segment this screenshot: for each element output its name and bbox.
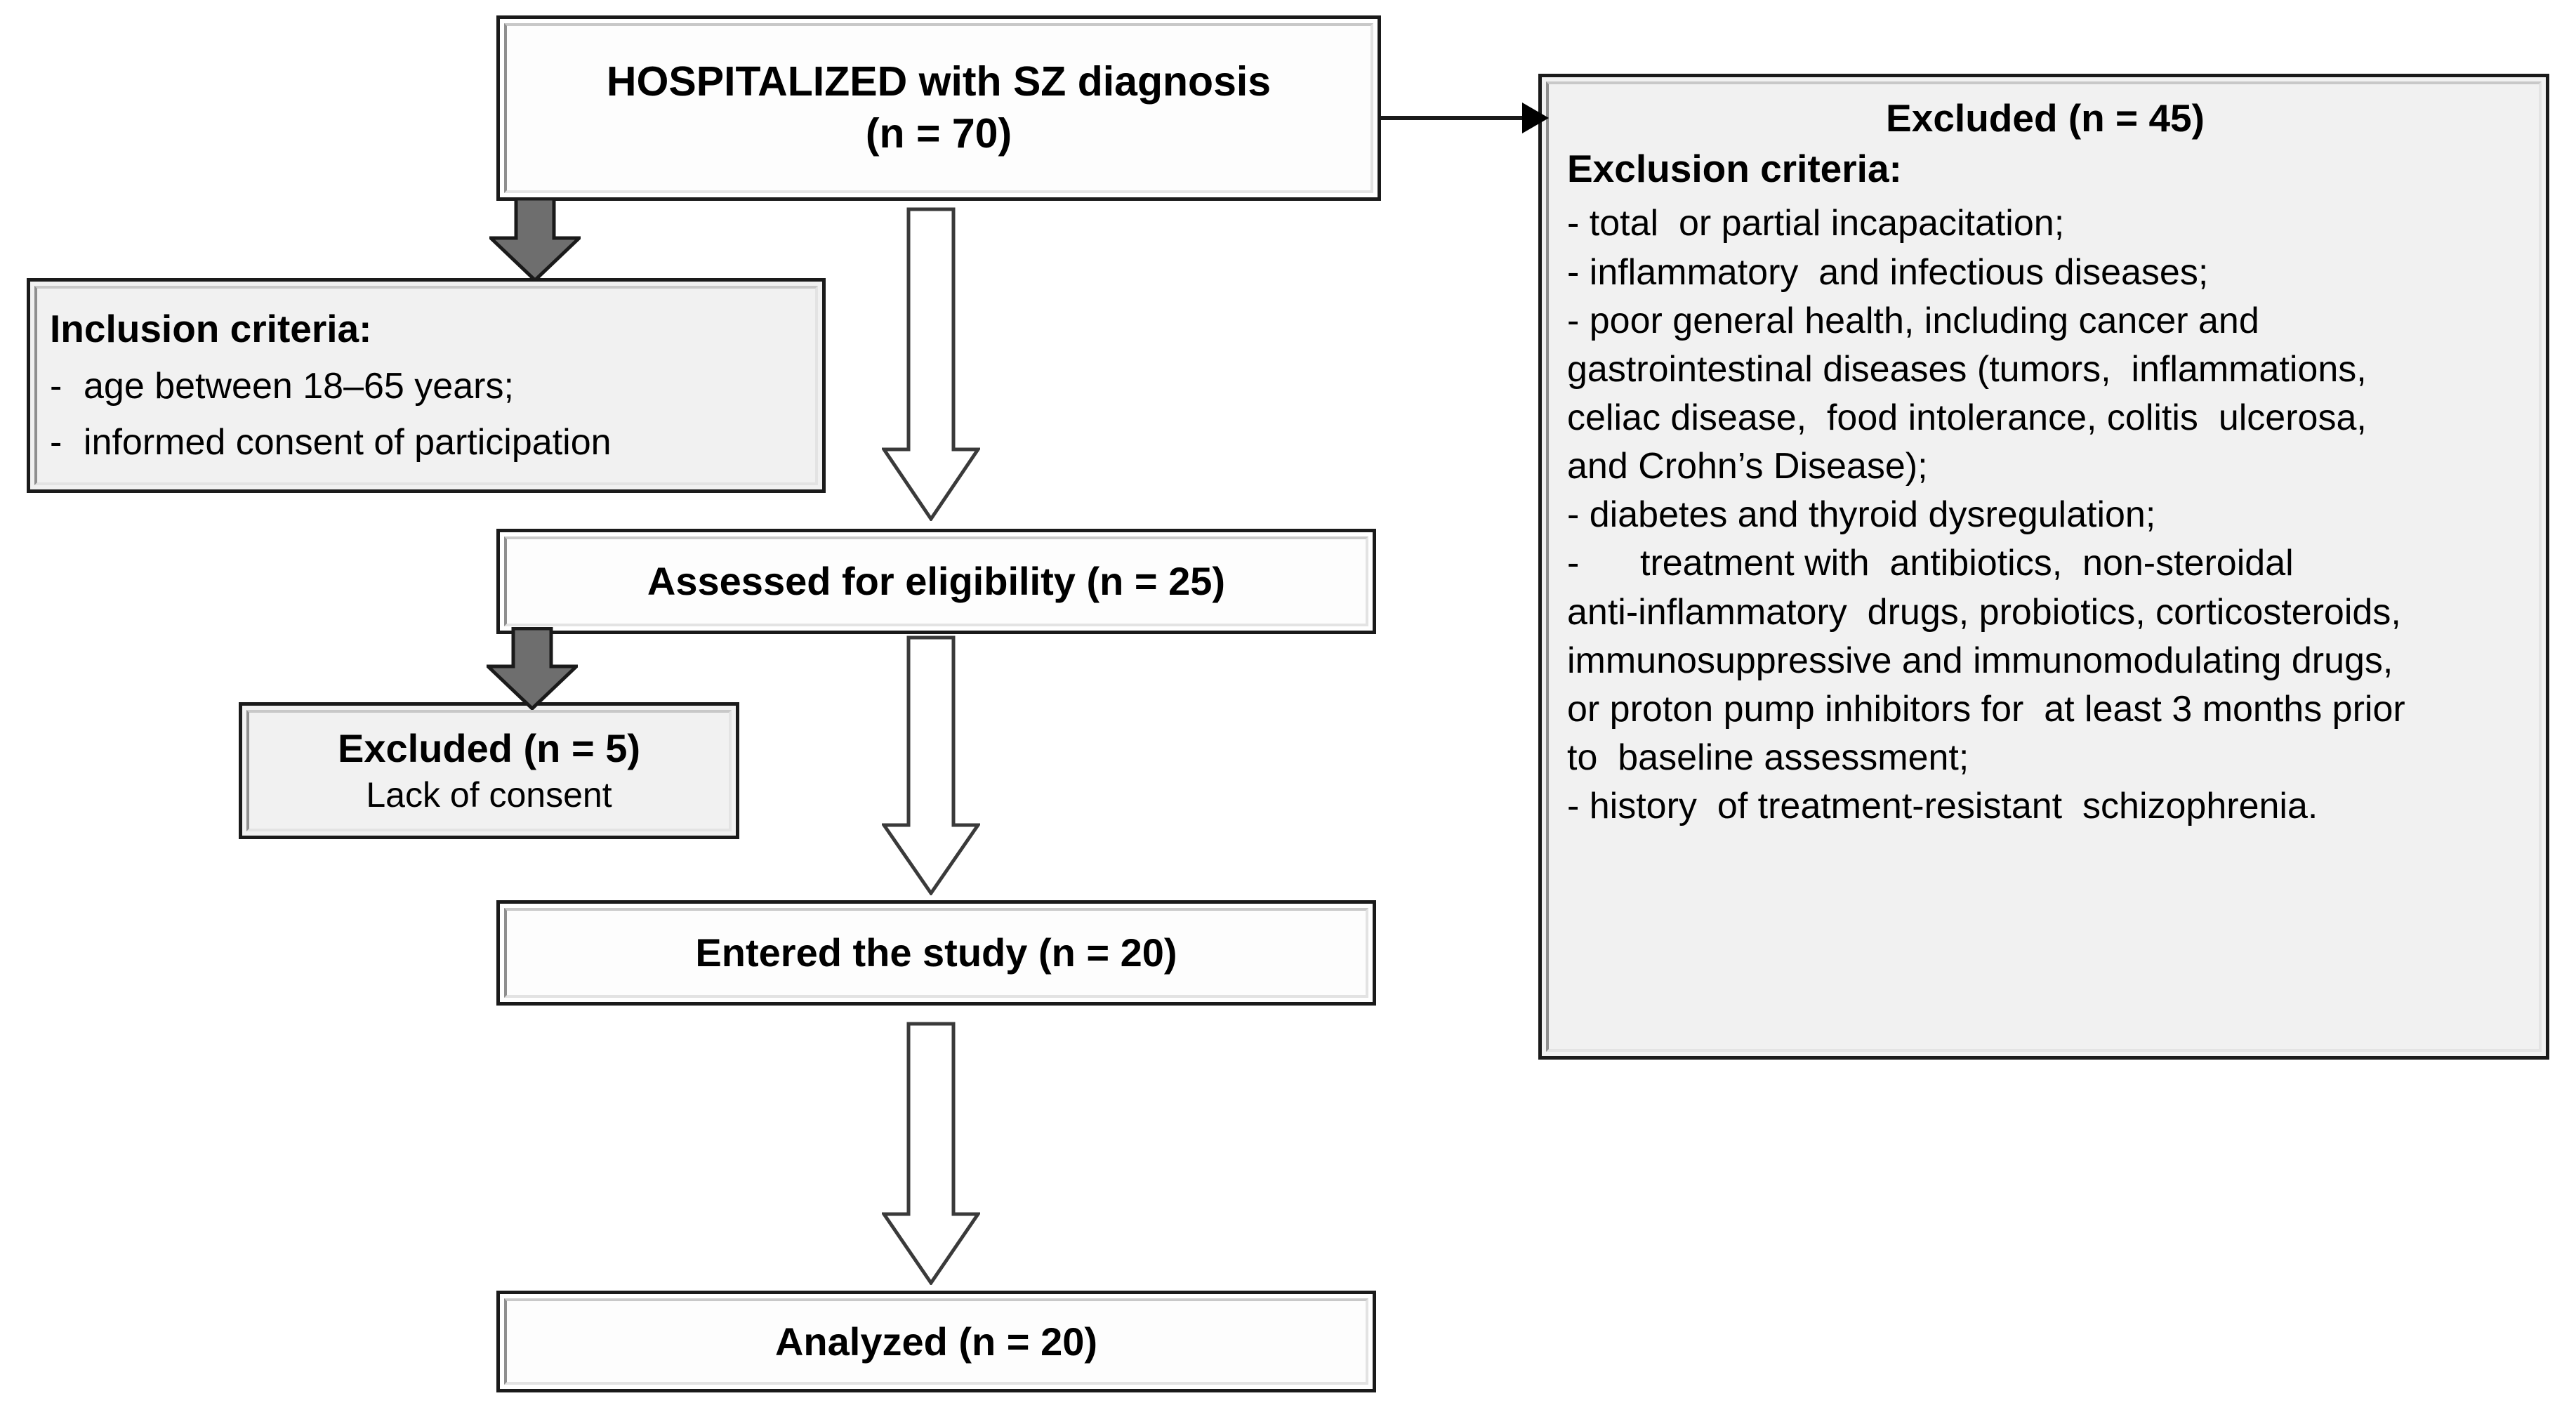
exclusion-criteria-title: Exclusion criteria:: [1567, 146, 1902, 190]
excluded-5-box: Excluded (n = 5) Lack of consent: [239, 702, 739, 839]
entered-the-study-box: Entered the study (n = 20): [496, 900, 1376, 1006]
inclusion-criteria-title: Inclusion criteria:: [50, 307, 372, 351]
inclusion-criteria-box: Inclusion criteria: - age between 18–65 …: [27, 278, 826, 493]
analyzed-box-inner: Analyzed (n = 20): [504, 1298, 1368, 1385]
assessed-for-eligibility-box-inner: Assessed for eligibility (n = 25): [504, 536, 1368, 626]
excluded-5-reason: Lack of consent: [366, 775, 612, 815]
entered-the-study-box-inner: Entered the study (n = 20): [504, 908, 1368, 998]
hospitalized-label-line2: (n = 70): [865, 110, 1012, 157]
arrow-hospitalized-to-excluded-45-icon: [1378, 103, 1549, 133]
analyzed-box: Analyzed (n = 20): [496, 1291, 1376, 1392]
exclusion-criterion-3: - poor general health, including cancer …: [1567, 300, 2367, 487]
excluded-45-box-inner: Excluded (n = 45) Exclusion criteria: - …: [1546, 81, 2542, 1052]
arrow-assessed-to-excluded-5-icon: [487, 627, 578, 710]
excluded-45-header: Excluded (n = 45): [1886, 96, 2205, 140]
arrow-hospitalized-to-inclusion-icon: [489, 197, 581, 282]
arrow-entered-to-analyzed-icon: [882, 1022, 980, 1285]
hospitalized-box-inner: HOSPITALIZED with SZ diagnosis (n = 70): [504, 23, 1373, 193]
exclusion-criterion-1: - total or partial incapacitation;: [1567, 203, 2065, 244]
inclusion-item-2: - informed consent of participation: [50, 418, 804, 467]
analyzed-label: Analyzed (n = 20): [774, 1319, 1098, 1364]
arrow-assessed-to-entered-icon: [882, 635, 980, 895]
inclusion-item-1-label: age between 18–65 years;: [84, 365, 514, 407]
hospitalized-box: HOSPITALIZED with SZ diagnosis (n = 70): [496, 15, 1381, 201]
assessed-for-eligibility-box: Assessed for eligibility (n = 25): [496, 529, 1376, 634]
exclusion-criterion-4: - diabetes and thyroid dysregulation;: [1567, 494, 2156, 536]
exclusion-criterion-2: - inflammatory and infectious diseases;: [1567, 251, 2209, 293]
exclusion-criterion-5: - treatment with antibiotics, non-steroi…: [1567, 543, 2405, 779]
bullet-dash-icon: -: [50, 421, 62, 463]
hospitalized-label-line1: HOSPITALIZED with SZ diagnosis: [606, 58, 1272, 105]
exclusion-criterion-6: - history of treatment-resistant schizop…: [1567, 786, 2318, 827]
arrow-hospitalized-to-assessed-icon: [882, 207, 980, 521]
inclusion-criteria-box-inner: Inclusion criteria: - age between 18–65 …: [34, 286, 818, 485]
inclusion-item-2-label: informed consent of participation: [84, 421, 612, 463]
excluded-5-label: Excluded (n = 5): [338, 726, 640, 771]
bullet-dash-icon: -: [50, 365, 62, 407]
entered-the-study-label: Entered the study (n = 20): [695, 930, 1177, 975]
inclusion-item-1: - age between 18–65 years;: [50, 362, 804, 411]
excluded-5-box-inner: Excluded (n = 5) Lack of consent: [246, 710, 732, 831]
excluded-45-box: Excluded (n = 45) Exclusion criteria: - …: [1538, 74, 2549, 1060]
assessed-for-eligibility-label: Assessed for eligibility (n = 25): [647, 559, 1226, 603]
